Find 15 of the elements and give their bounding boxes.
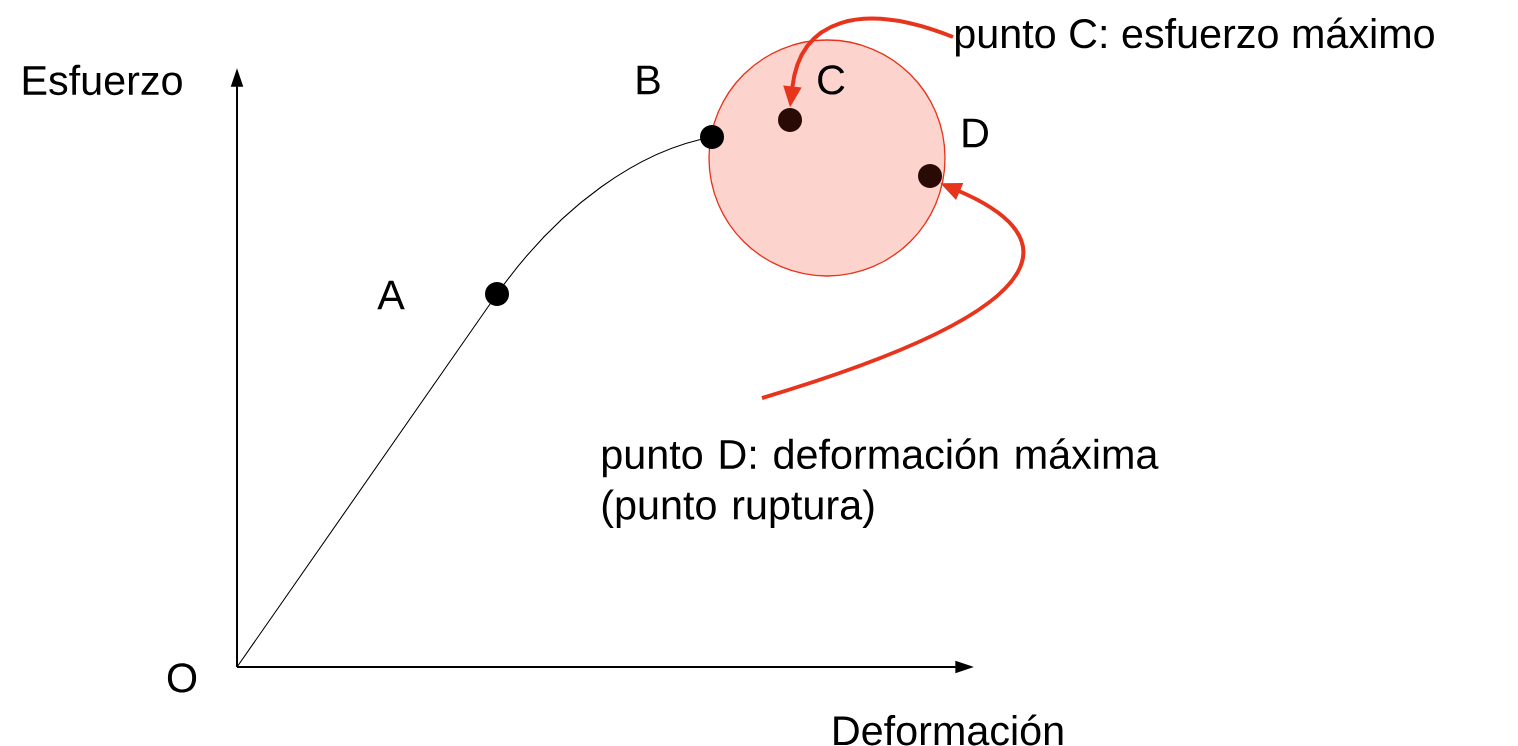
axis-label: Esfuerzo [23,64,182,96]
point-label: D [963,118,988,148]
callout-text: punto C: esfuerzo máximo [955,17,1434,57]
callout-text: punto D: deformación máxima (punto ruptura) [602,438,1159,528]
point-dot [485,282,509,306]
point-dot [700,125,724,149]
arrow [761,182,1025,400]
point-label: A [377,280,405,310]
point-label: C [818,65,845,95]
point-label: B [637,65,660,95]
axis-label: Deformación [834,714,1063,746]
origin-label: O [167,663,197,693]
point-dot [778,108,802,132]
point-dot [918,164,942,188]
highlight-circle [708,39,946,277]
